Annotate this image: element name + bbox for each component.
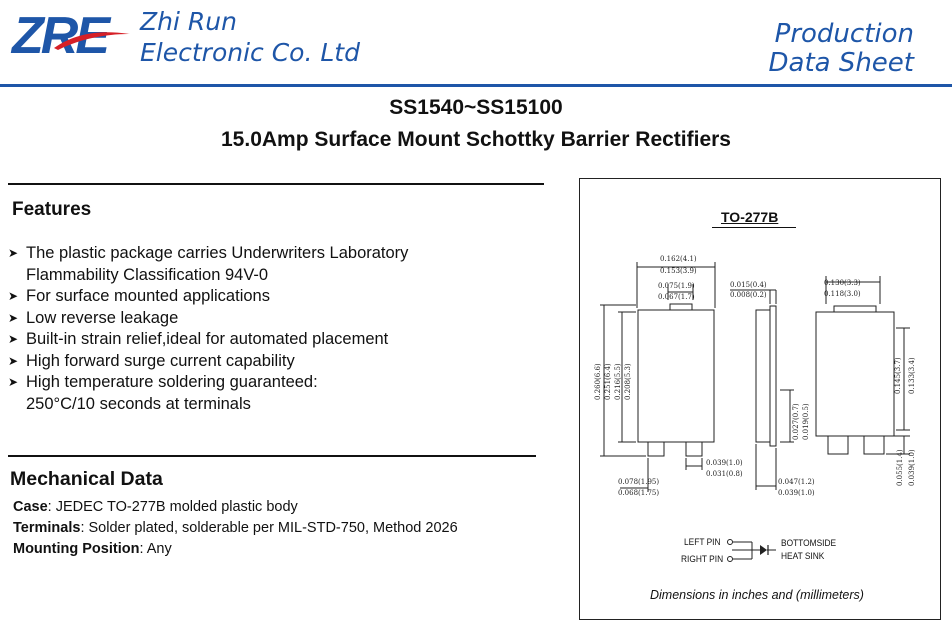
mech-row-terminals: Terminals: Solder plated, solderable per… bbox=[13, 520, 458, 536]
dim-height-3: 0.216(5.5) bbox=[614, 363, 622, 400]
arrow-bullet-icon: ➤ bbox=[8, 289, 19, 303]
dim-mid-1: 0.027(0.7) bbox=[792, 403, 800, 440]
product-description: 15.0Amp Surface Mount Schottky Barrier R… bbox=[221, 128, 731, 151]
heat-sink-label-2: HEAT SINK bbox=[781, 551, 825, 562]
feature-item: ➤High temperature soldering guaranteed:2… bbox=[8, 373, 318, 413]
dim-right-lead-2: 0.039(1.0) bbox=[908, 449, 916, 486]
dim-body-side-min: 0.039(1.0) bbox=[778, 489, 815, 497]
part-range: SS1540~SS15100 bbox=[389, 96, 563, 119]
header-rule bbox=[0, 84, 952, 87]
dim-lead-min: 0.068(1.75) bbox=[618, 489, 659, 497]
package-title: TO-277B bbox=[721, 209, 779, 225]
features-list: ➤The plastic package carries Underwriter… bbox=[8, 243, 548, 415]
dim-width-max: 0.162(4.1) bbox=[660, 255, 697, 263]
package-title-rule bbox=[712, 227, 796, 228]
arrow-bullet-icon: ➤ bbox=[8, 375, 19, 389]
dim-height-1: 0.260(6.6) bbox=[594, 363, 602, 400]
sheet-line1: Production bbox=[774, 19, 914, 49]
dim-body-side-max: 0.047(1.2) bbox=[778, 478, 815, 486]
company-name: Zhi Run Electronic Co. Ltd bbox=[140, 6, 360, 68]
dim-right-width-max: 0.130(3.3) bbox=[824, 279, 861, 287]
mechanical-rule bbox=[8, 455, 536, 457]
features-heading: Features bbox=[12, 199, 92, 220]
dim-tab-min: 0.067(1.7) bbox=[658, 293, 695, 301]
feature-item: ➤For surface mounted applications bbox=[8, 286, 548, 308]
dim-side-min: 0.008(0.2) bbox=[730, 291, 767, 299]
sheet-line2: Data Sheet bbox=[768, 48, 914, 78]
dim-pin-min: 0.031(0.8) bbox=[706, 470, 743, 478]
dim-lead-max: 0.078(1.95) bbox=[618, 478, 659, 486]
arrow-bullet-icon: ➤ bbox=[8, 353, 19, 368]
mech-row-mounting: Mounting Position: Any bbox=[13, 541, 172, 557]
dim-pin-max: 0.039(1.0) bbox=[706, 459, 743, 467]
package-drawing: 0.162(4.1) 0.153(3.9) 0.075(1.9) 0.067(1… bbox=[594, 255, 916, 497]
dim-right-width-min: 0.118(3.0) bbox=[824, 290, 861, 298]
dim-height-4: 0.208(5.3) bbox=[624, 363, 632, 400]
diode-symbol-icon bbox=[760, 545, 767, 555]
dim-right-height-2: 0.133(3.4) bbox=[908, 357, 916, 394]
features-rule bbox=[8, 183, 544, 185]
logo: ZRE bbox=[12, 10, 130, 68]
arrow-bullet-icon: ➤ bbox=[8, 246, 19, 260]
sheet-label: Production Data Sheet bbox=[768, 20, 914, 78]
dimensions-caption: Dimensions in inches and (millimeters) bbox=[650, 588, 864, 602]
left-pin-label: LEFT PIN bbox=[684, 537, 721, 548]
feature-item: ➤High forward surge current capability bbox=[8, 351, 548, 373]
pin-diagram bbox=[727, 539, 776, 562]
mechanical-heading: Mechanical Data bbox=[10, 468, 163, 490]
feature-item: ➤Low reverse leakage bbox=[8, 308, 548, 330]
dim-right-height-1: 0.145(3.7) bbox=[894, 357, 902, 394]
dim-tab-max: 0.075(1.9) bbox=[658, 282, 695, 290]
dim-side-max: 0.015(0.4) bbox=[730, 281, 767, 289]
dim-width-min: 0.153(3.9) bbox=[660, 267, 697, 275]
dim-mid-2: 0.019(0.5) bbox=[802, 403, 810, 440]
feature-item: ➤The plastic package carries Underwriter… bbox=[8, 244, 409, 284]
dim-height-2: 0.251(6.4) bbox=[604, 363, 612, 400]
feature-item: ➤Built-in strain relief,ideal for automa… bbox=[8, 329, 548, 351]
arrow-bullet-icon: ➤ bbox=[8, 332, 19, 346]
right-pin-label: RIGHT PIN bbox=[681, 554, 724, 565]
logo-swoosh bbox=[54, 32, 130, 50]
mech-row-case: Case: JEDEC TO-277B molded plastic body bbox=[13, 499, 298, 515]
heat-sink-label-1: BOTTOMSIDE bbox=[781, 538, 837, 549]
company-line2: Electronic Co. Ltd bbox=[140, 38, 360, 67]
mechanical-rows: Case: JEDEC TO-277B molded plastic body … bbox=[13, 497, 458, 560]
dim-right-lead-1: 0.055(1.4) bbox=[896, 449, 904, 486]
company-line1: Zhi Run bbox=[140, 7, 237, 36]
arrow-bullet-icon: ➤ bbox=[8, 310, 19, 325]
